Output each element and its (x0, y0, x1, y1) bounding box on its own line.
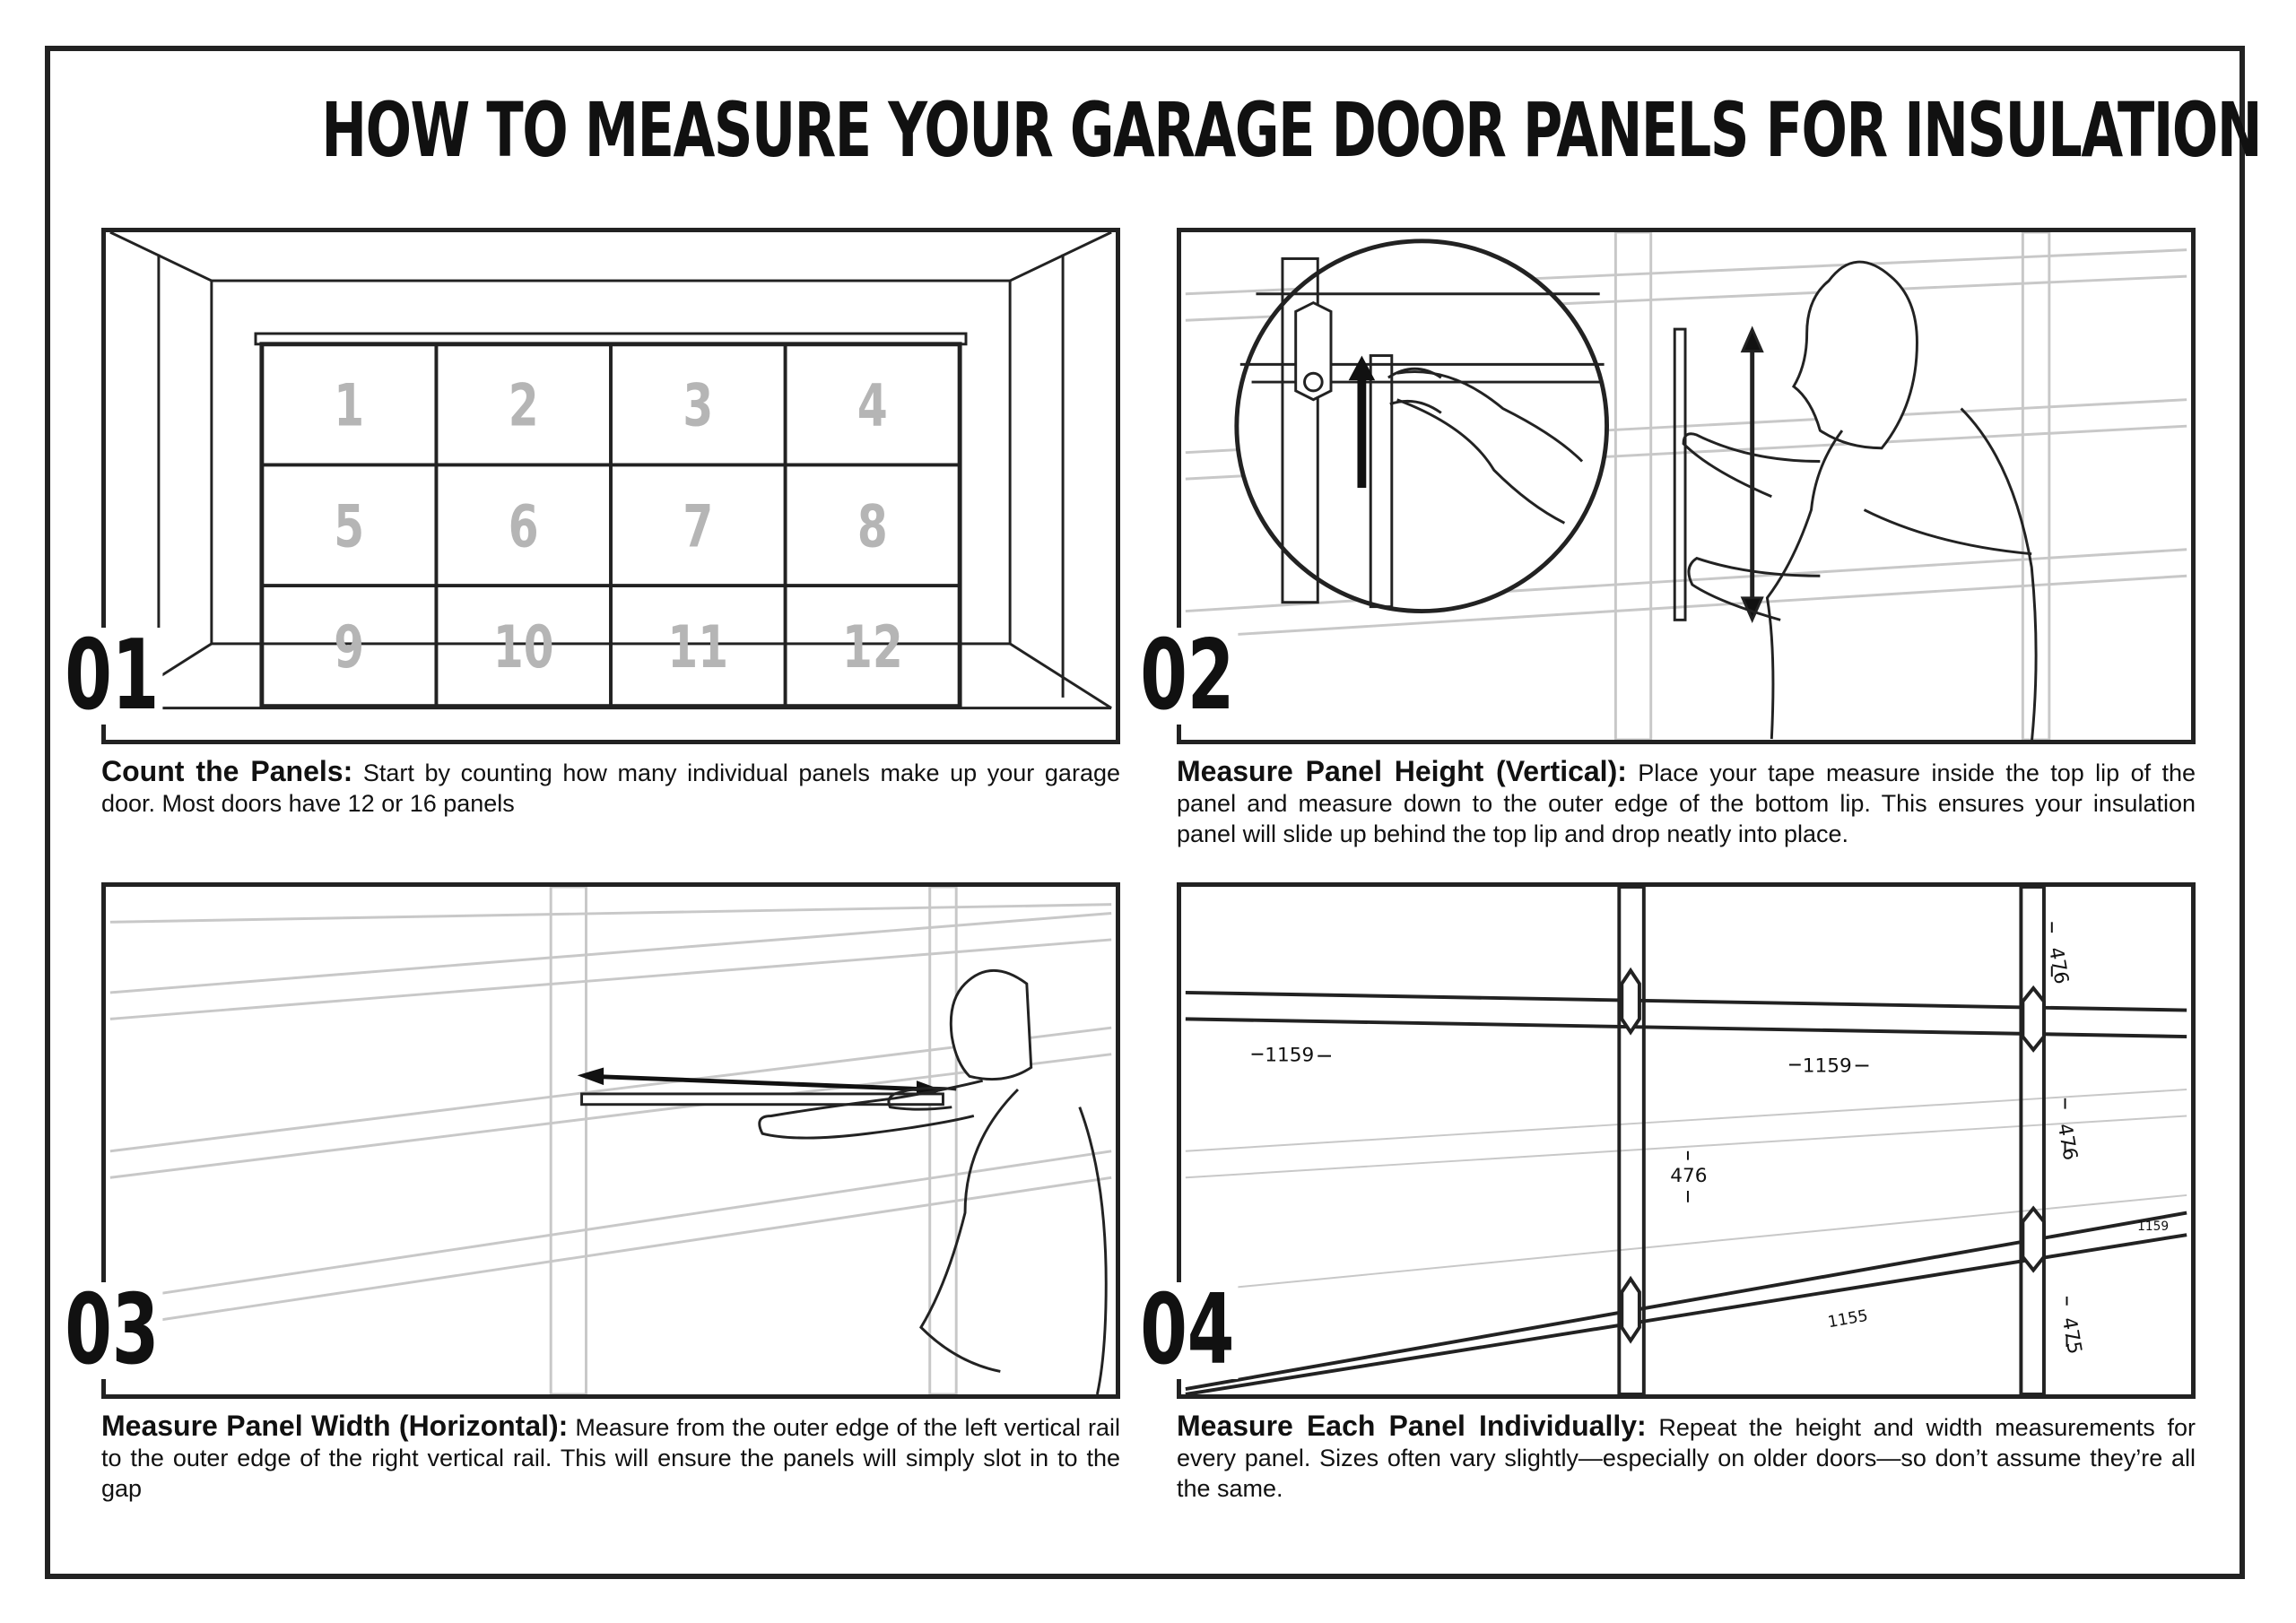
step-3-caption: Measure Panel Width (Horizontal): Measur… (101, 1410, 1120, 1504)
annotation-height-3: 476 (2053, 1122, 2082, 1162)
step-number-2: 02 (1136, 628, 1239, 725)
panel-number-label: 2 (509, 372, 539, 440)
poster-frame (45, 46, 2245, 1579)
annotation-height-1: 476 (2044, 945, 2073, 985)
step-4-caption: Measure Each Panel Individually: Repeat … (1177, 1410, 2196, 1504)
step-1-body: Start by counting how many individual pa… (101, 759, 1120, 817)
panel-number-label: 9 (334, 613, 364, 681)
step-3-heading: Measure Panel Width (Horizontal): (101, 1410, 569, 1442)
annotation-width-3: 1159 (2137, 1219, 2169, 1234)
panel-number-label: 5 (334, 492, 364, 560)
measure-height-illustration (1185, 232, 2187, 740)
page-title: HOW TO MEASURE YOUR GARAGE DOOR PANELS F… (321, 86, 2262, 174)
step-2-caption: Measure Panel Height (Vertical): Place y… (1177, 756, 2196, 849)
annotation-height-4: 475 (2057, 1315, 2086, 1356)
step-number-1: 01 (61, 628, 163, 725)
step-4-heading: Measure Each Panel Individually: (1177, 1410, 1647, 1442)
panel-number-label: 4 (857, 372, 888, 440)
annotation-height-2: 476 (1670, 1165, 1707, 1187)
measurement-arrows (1251, 922, 2068, 1347)
measure-width-illustration (109, 887, 1112, 1394)
zoom-circle (1234, 239, 1610, 613)
step-3-body: Measure from the outer edge of the left … (101, 1414, 1121, 1502)
annotation-width-1: 1159 (1265, 1045, 1314, 1067)
annotation-width-2: 1159 (1803, 1055, 1852, 1077)
step-number-4: 04 (1136, 1282, 1239, 1379)
step-4-body: Repeat the height and width measurements… (1177, 1414, 2196, 1502)
panel-number-label: 11 (667, 613, 728, 681)
panel-measurements-illustration: 1159 1159 476 476 476 1159 1155 475 (1185, 887, 2187, 1394)
panel-number-label: 6 (509, 492, 539, 560)
step-2-illustration (1177, 228, 2196, 744)
step-number-3: 03 (61, 1282, 163, 1379)
panel-number-label: 12 (842, 613, 903, 681)
step-4-illustration: 1159 1159 476 476 476 1159 1155 475 (1177, 882, 2196, 1399)
panel-number-label: 7 (683, 492, 713, 560)
step-3-illustration (101, 882, 1120, 1399)
tape-measure (580, 1092, 944, 1107)
panel-number-label: 10 (493, 613, 554, 681)
step-1-heading: Count the Panels: (101, 755, 353, 787)
panel-number-label: 3 (683, 372, 713, 440)
width-arrow-icon (590, 1073, 930, 1092)
panel-number-label: 8 (857, 492, 888, 560)
arrow-head-icon (1348, 355, 1376, 381)
step-1-caption: Count the Panels: Start by counting how … (101, 756, 1120, 819)
annotation-width-4: 1155 (1827, 1307, 1870, 1332)
panel-number-label: 1 (334, 372, 364, 440)
step-2-body: Place your tape measure inside the top l… (1177, 759, 2196, 847)
step-2-heading: Measure Panel Height (Vertical): (1177, 755, 1627, 787)
